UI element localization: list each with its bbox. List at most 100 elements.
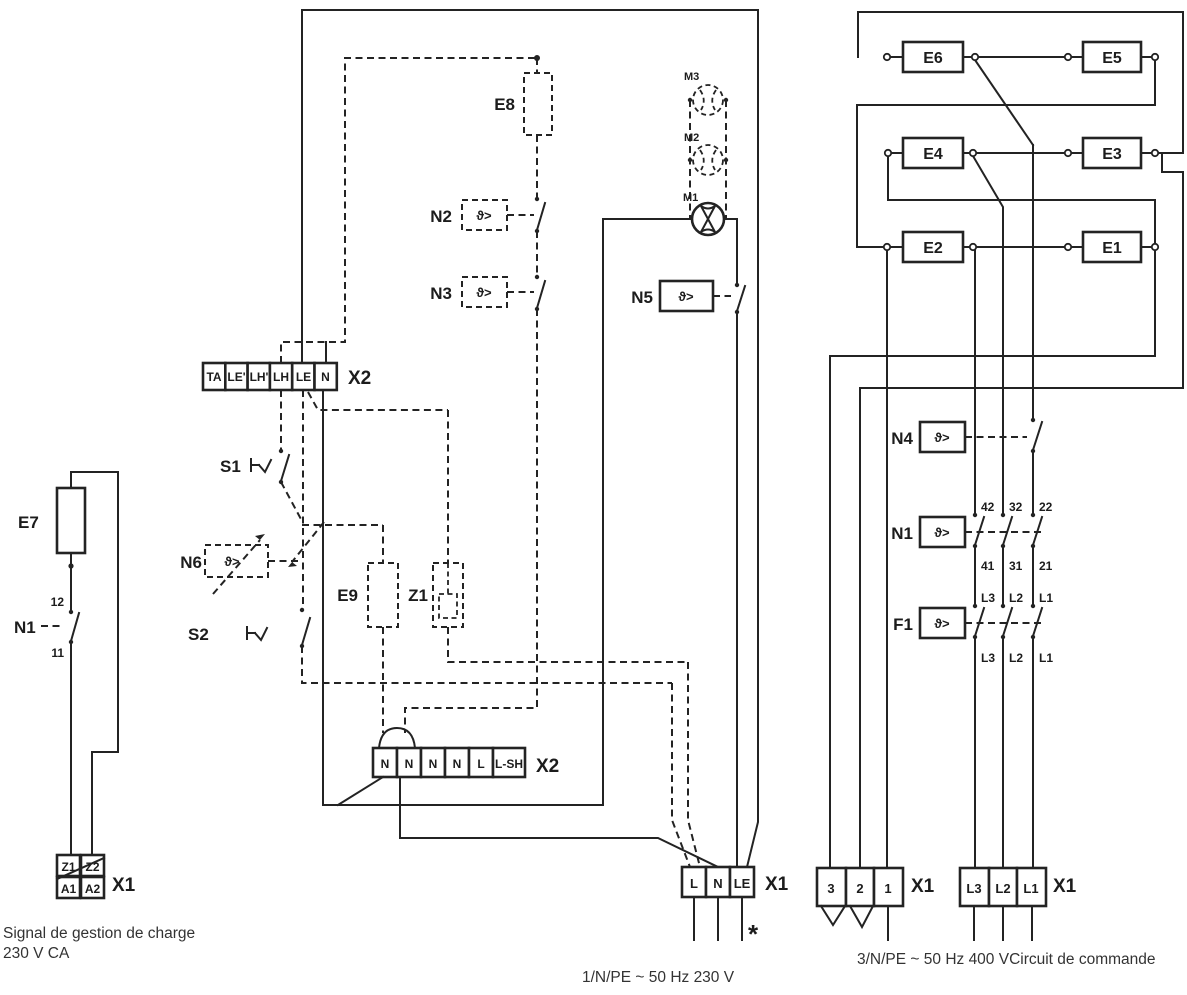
n1-contacts: 42 32 22 41 31 21 [972, 500, 1053, 605]
component-n6 [204, 544, 269, 578]
svg-text:LE: LE [296, 370, 311, 384]
label-e7: E7 [18, 513, 39, 532]
terminal-x2-top: TA LE' LH' LH LE N X2 [201, 341, 371, 392]
label-f1: F1 [893, 615, 913, 634]
label-x1-signal: X1 [112, 875, 136, 896]
svg-text:E6: E6 [923, 50, 943, 67]
terminal-x1-phases: L3 L2 L1 X1 [958, 866, 1077, 941]
label-z1: Z1 [408, 586, 428, 605]
wire-neutral-motor-loop [322, 218, 693, 806]
svg-text:L-SH: L-SH [495, 757, 523, 771]
wire-dashed-to-mains [301, 646, 672, 684]
s2-actuator-icon [246, 626, 269, 642]
svg-text:ϑ>: ϑ> [224, 554, 240, 569]
label-n1-left: N1 [14, 618, 36, 637]
contact-12-label: 12 [51, 595, 65, 609]
caption-signal-2: 230 V CA [3, 945, 70, 962]
terminal-x2-bottom: N N N N L L-SH X2 [371, 726, 559, 779]
svg-text:21: 21 [1039, 559, 1053, 573]
terminal-x1-load: 3 2 1 X1 [815, 866, 935, 941]
terminal-x1-signal: Z1 Z2 A1 A2 X1 [55, 853, 136, 900]
label-e9: E9 [337, 586, 358, 605]
svg-text:L: L [690, 876, 698, 891]
label-x2-top: X2 [348, 368, 371, 389]
s1-actuator-icon [250, 458, 273, 474]
svg-text:E2: E2 [923, 240, 943, 257]
wire-e7-loop [70, 471, 119, 856]
heating-power-circuit: E6 E5 E4 E3 E2 E1 ϑ> N4 ϑ> N1 42 32 22 [815, 11, 1184, 968]
n2-contact [535, 201, 547, 232]
svg-text:L3: L3 [981, 591, 995, 605]
svg-text:L1: L1 [1039, 651, 1053, 665]
svg-text:L: L [477, 757, 484, 771]
svg-text:L3: L3 [966, 881, 981, 896]
svg-text:A2: A2 [85, 882, 101, 896]
component-e8 [523, 72, 553, 136]
svg-text:A1: A1 [61, 882, 77, 896]
component-e3 [1081, 136, 1143, 170]
svg-text:N: N [453, 757, 462, 771]
component-e9 [367, 562, 399, 628]
asterisk-note: * [748, 919, 759, 949]
svg-text:E5: E5 [1102, 50, 1122, 67]
n4-contact [1031, 420, 1044, 452]
jumper-2-1 [848, 904, 875, 930]
svg-text:ϑ>: ϑ> [934, 616, 950, 631]
terminal-x1-mains: L N LE X1 * [680, 865, 789, 949]
svg-text:E1: E1 [1102, 240, 1122, 257]
svg-text:LH: LH [273, 370, 289, 384]
svg-text:31: 31 [1009, 559, 1023, 573]
component-n1 [918, 515, 967, 549]
label-x1-mains: X1 [765, 874, 789, 895]
label-m3: M3 [684, 71, 699, 83]
label-n1-right: N1 [891, 524, 913, 543]
component-e2 [901, 230, 965, 264]
motor-m2-icon [692, 144, 724, 176]
component-e6 [901, 40, 965, 74]
svg-text:3: 3 [827, 881, 834, 896]
s1-contact [279, 453, 291, 483]
n5-contact [735, 284, 747, 313]
motor-m3-icon [692, 84, 724, 116]
svg-text:L1: L1 [1039, 591, 1053, 605]
label-n5: N5 [631, 288, 653, 307]
n6-arrow [212, 539, 261, 595]
label-x1-phases: X1 [1053, 876, 1077, 897]
svg-text:2: 2 [856, 881, 863, 896]
wire-n-to-x1 [399, 776, 720, 869]
component-e1 [1081, 230, 1143, 264]
svg-text:N: N [321, 370, 330, 384]
s2-contact [300, 616, 312, 647]
svg-text:1: 1 [884, 881, 891, 896]
svg-text:N: N [405, 757, 414, 771]
label-m2: M2 [684, 132, 699, 144]
label-n4: N4 [891, 429, 913, 448]
svg-text:ϑ>: ϑ> [476, 208, 492, 223]
control-unit-circuit: TA LE' LH' LH LE N X2 E8 ϑ> N2 ϑ> N3 [180, 9, 789, 986]
svg-text:32: 32 [1009, 500, 1023, 514]
label-s2: S2 [188, 625, 209, 644]
component-e4 [901, 136, 965, 170]
svg-text:E3: E3 [1102, 146, 1122, 163]
svg-text:LE': LE' [227, 370, 245, 384]
n1-aux-contact [69, 611, 81, 643]
selector-network: S1 ϑ> N6 S2 [180, 390, 672, 684]
wire-dashed-chain-down [404, 309, 538, 733]
svg-text:TA: TA [206, 370, 221, 384]
label-n3: N3 [430, 284, 452, 303]
component-n5 [658, 279, 715, 313]
caption-power: 3/N/PE ~ 50 Hz 400 VCircuit de commande [857, 951, 1156, 968]
label-e8: E8 [494, 95, 515, 114]
svg-text:L2: L2 [1009, 591, 1023, 605]
svg-text:N: N [429, 757, 438, 771]
svg-text:Z1: Z1 [61, 860, 75, 874]
enclosure-outline [301, 9, 759, 869]
svg-text:L3: L3 [981, 651, 995, 665]
svg-text:ϑ>: ϑ> [934, 525, 950, 540]
n3-contact [535, 279, 547, 310]
label-n2: N2 [430, 207, 452, 226]
label-m1: M1 [683, 192, 698, 204]
component-z1-inner [438, 593, 458, 619]
svg-text:ϑ>: ϑ> [476, 285, 492, 300]
